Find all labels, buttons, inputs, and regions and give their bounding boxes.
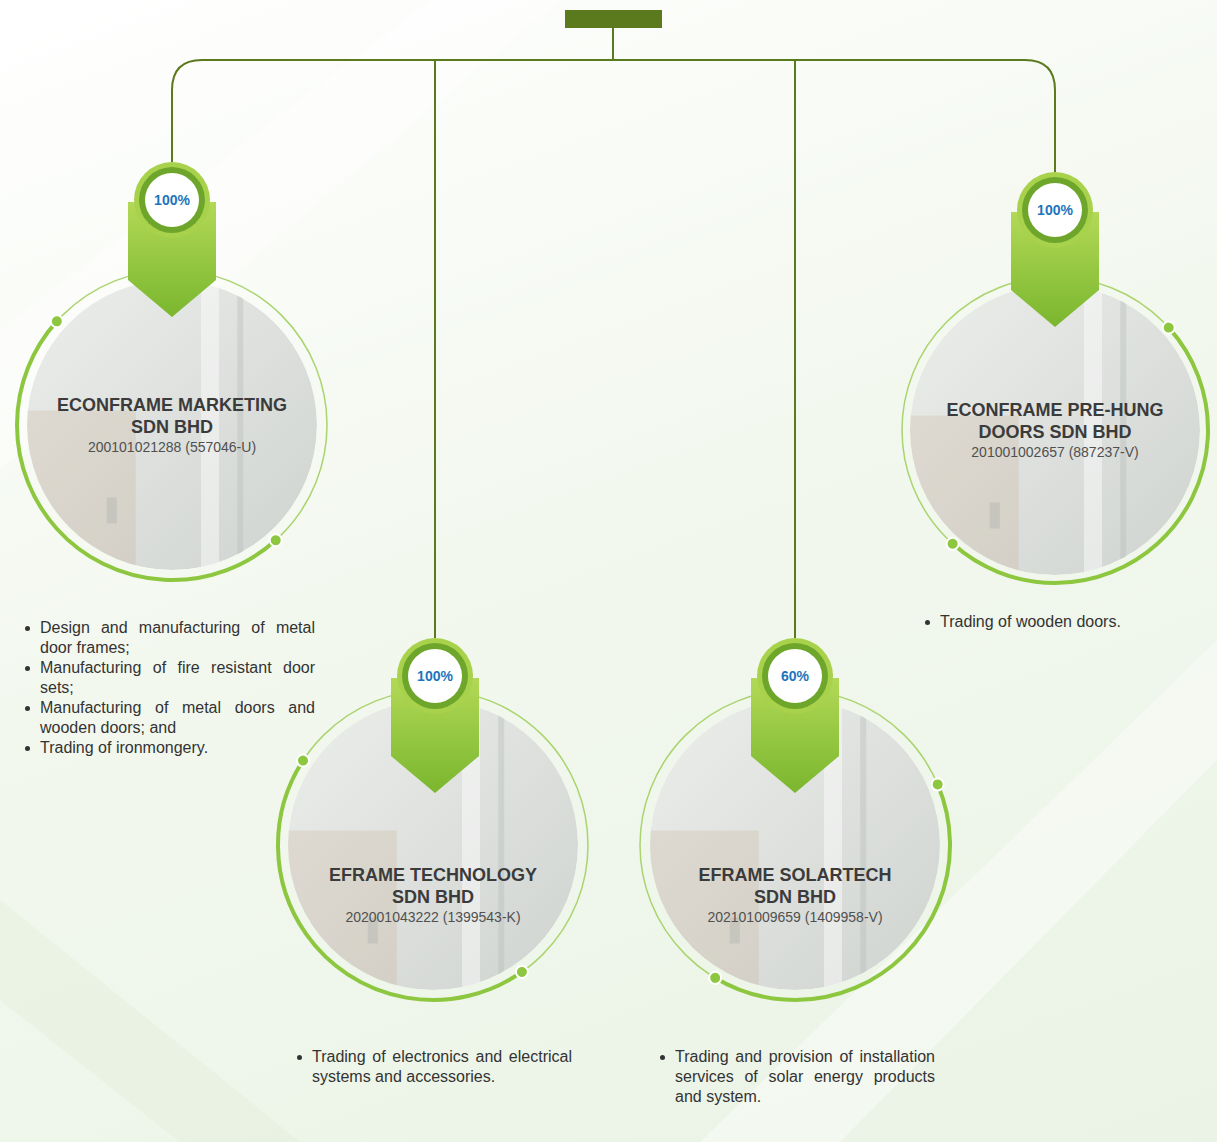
company-name: ECONFRAME MARKETING SDN BHD	[47, 394, 297, 438]
activity-text: Trading of wooden doors.	[940, 612, 1180, 632]
ring-dot	[930, 777, 946, 793]
registration-number: 200101021288 (557046-U)	[47, 438, 297, 456]
photo-hinge	[107, 498, 117, 524]
bullet-dot	[25, 626, 30, 631]
pin-text-area: 100%	[1028, 183, 1082, 237]
background-streak	[0, 900, 300, 1142]
ring-dot	[514, 964, 531, 981]
company-name: EFRAME SOLARTECH SDN BHD	[688, 864, 903, 908]
ring-thick	[217, 629, 649, 1061]
ring	[217, 629, 649, 1061]
ring-dot	[267, 532, 284, 549]
pin-shape	[747, 638, 843, 793]
ownership-pin: 60%	[747, 638, 843, 793]
ownership-pin: 100%	[387, 638, 483, 793]
pin-text-area: 60%	[768, 649, 822, 703]
activity-text: Manufacturing of metal doors and wooden …	[40, 698, 315, 738]
ring-dot	[295, 752, 312, 769]
pin-ring	[762, 643, 828, 709]
bullet-dot	[660, 1055, 665, 1060]
company-name: ECONFRAME PRE-HUNG DOORS SDN BHD	[930, 399, 1180, 443]
ownership-pin: 100%	[124, 162, 220, 317]
pin-text-area: 100%	[408, 649, 462, 703]
pin-ring	[402, 643, 468, 709]
activity-text: Trading of electronics and electrical sy…	[312, 1047, 572, 1087]
ring-dot	[707, 970, 723, 986]
photo-frame	[498, 700, 504, 990]
pin-ring	[139, 167, 205, 233]
circle-text-area: EFRAME SOLARTECH SDN BHD202101009659 (14…	[688, 864, 903, 926]
pin-shape	[1007, 172, 1103, 327]
circle-text-area: ECONFRAME MARKETING SDN BHD200101021288 …	[47, 394, 297, 456]
photo-door-wood	[27, 411, 136, 571]
ownership-percent: 100%	[154, 192, 190, 208]
ring-thick	[592, 642, 998, 1048]
activity-text: Design and manufacturing of metal door f…	[40, 618, 315, 658]
pin-face	[1028, 183, 1082, 237]
company-circle: ECONFRAME MARKETING SDN BHD200101021288 …	[27, 280, 317, 570]
pin-face	[768, 649, 822, 703]
bullet-dot	[297, 1055, 302, 1060]
pin-head	[134, 162, 210, 238]
bullet-dot	[25, 666, 30, 671]
pin-face	[145, 173, 199, 227]
ownership-percent: 100%	[417, 668, 453, 684]
photo-hinge	[990, 503, 1000, 529]
circle-text-area: EFRAME TECHNOLOGY SDN BHD202001043222 (1…	[313, 864, 553, 926]
registration-number: 201001002657 (887237-V)	[930, 443, 1180, 461]
photo-frame	[237, 280, 243, 570]
activity-text: Trading of ironmongery.	[40, 738, 315, 758]
registration-number: 202001043222 (1399543-K)	[313, 908, 553, 926]
ownership-percent: 100%	[1037, 202, 1073, 218]
bullet-dot	[25, 746, 30, 751]
company-name: EFRAME TECHNOLOGY SDN BHD	[313, 864, 553, 908]
pin-ring	[1022, 177, 1088, 243]
bullet-dot	[25, 706, 30, 711]
pin-text-area: 100%	[145, 173, 199, 227]
ring-dot	[48, 313, 65, 330]
pin-shape	[387, 638, 483, 793]
activity-text: Trading and provision of installation se…	[675, 1047, 935, 1107]
registration-number: 202101009659 (1409958-V)	[688, 908, 903, 926]
tree-lines	[172, 28, 1055, 638]
photo-frame	[824, 700, 842, 990]
pin-face	[408, 649, 462, 703]
bullet-dot	[925, 620, 930, 625]
background-streak	[0, 0, 560, 470]
pin-head	[757, 638, 833, 714]
photo-frame	[860, 700, 866, 990]
photo-frame	[462, 700, 480, 990]
company-circle: ECONFRAME PRE-HUNG DOORS SDN BHD20100100…	[910, 285, 1200, 575]
pin-shape	[124, 162, 220, 317]
ring	[592, 642, 998, 1048]
circle-text-area: ECONFRAME PRE-HUNG DOORS SDN BHD20100100…	[930, 399, 1180, 461]
ownership-pin: 100%	[1007, 172, 1103, 327]
ownership-percent: 60%	[781, 668, 809, 684]
activity-text: Manufacturing of fire resistant door set…	[40, 658, 315, 698]
pin-head	[1017, 172, 1093, 248]
pin-head	[397, 638, 473, 714]
parent-bar	[565, 10, 662, 28]
